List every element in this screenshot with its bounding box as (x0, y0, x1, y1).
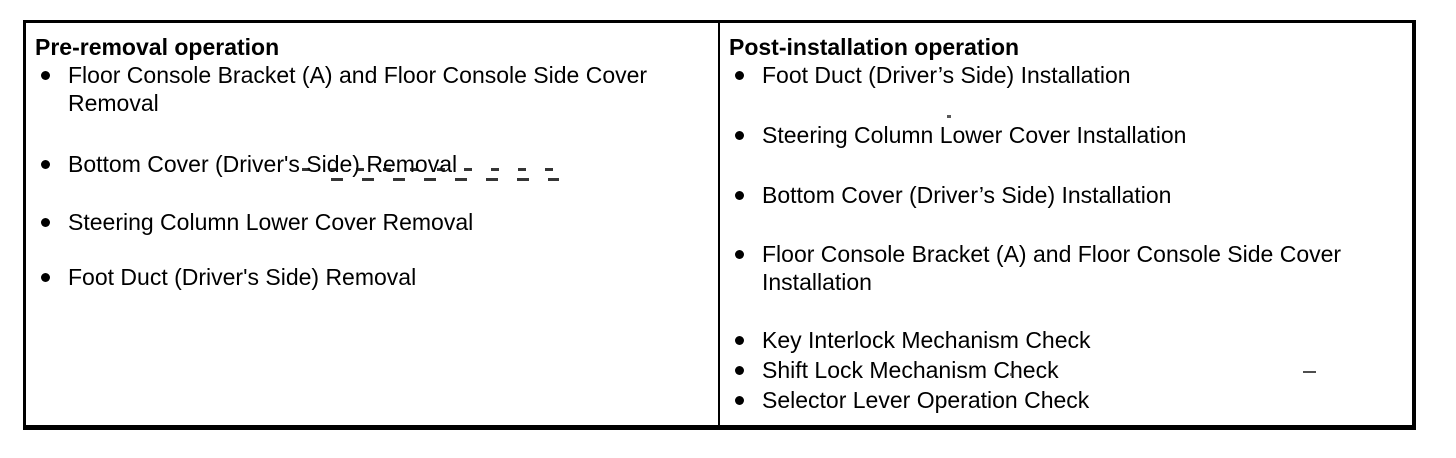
list-item: Bottom Cover (Driver’s Side) Installatio… (729, 181, 1406, 209)
post-installation-header: Post-installation operation (729, 34, 1020, 60)
bullet-icon (41, 218, 50, 227)
bullet-icon (735, 191, 744, 200)
pre-removal-header: Pre-removal operation (35, 34, 280, 60)
bullet-icon (735, 366, 744, 375)
bullet-icon (41, 273, 50, 282)
list-item-text: Selector Lever Operation Check (762, 387, 1090, 413)
list-item: Floor Console Bracket (A) and Floor Cons… (35, 61, 712, 117)
bullet-icon (735, 336, 744, 345)
list-item: Steering Column Lower Cover Installation (729, 121, 1406, 149)
bullet-icon (41, 71, 50, 80)
list-item: Key Interlock Mechanism Check (729, 326, 1406, 354)
list-item: Steering Column Lower Cover Removal (35, 208, 712, 236)
bullet-icon (41, 160, 50, 169)
bullet-icon (735, 71, 744, 80)
procedure-table: Pre-removal operation Floor Console Brac… (23, 20, 1416, 430)
post-installation-column: Post-installation operation Foot Duct (D… (720, 23, 1412, 425)
list-item: Shift Lock Mechanism Check (729, 356, 1406, 384)
list-item-text: Steering Column Lower Cover Installation (762, 122, 1187, 148)
list-item: Bottom Cover (Driver's Side) Removal (35, 150, 712, 178)
list-item: Foot Duct (Driver’s Side) Installation (729, 61, 1406, 89)
list-item-text: Foot Duct (Driver’s Side) Installation (762, 62, 1131, 88)
bullet-icon (735, 250, 744, 259)
list-item-text: Floor Console Bracket (A) and Floor Cons… (762, 241, 1342, 295)
bullet-icon (735, 396, 744, 405)
bullet-icon (735, 131, 744, 140)
list-item-text: Bottom Cover (Driver’s Side) Installatio… (762, 182, 1172, 208)
list-item-text: Shift Lock Mechanism Check (762, 357, 1059, 383)
list-item-text: Steering Column Lower Cover Removal (68, 209, 474, 235)
list-item-text: Bottom Cover (Driver's Side) Removal (68, 151, 458, 177)
pre-removal-column: Pre-removal operation Floor Console Brac… (26, 23, 720, 425)
list-item: Selector Lever Operation Check (729, 386, 1406, 414)
list-item: Foot Duct (Driver's Side) Removal (35, 263, 712, 291)
list-item-text: Key Interlock Mechanism Check (762, 327, 1091, 353)
list-item: Floor Console Bracket (A) and Floor Cons… (729, 240, 1406, 296)
list-item-text: Foot Duct (Driver's Side) Removal (68, 264, 417, 290)
list-item-text: Floor Console Bracket (A) and Floor Cons… (68, 62, 648, 116)
